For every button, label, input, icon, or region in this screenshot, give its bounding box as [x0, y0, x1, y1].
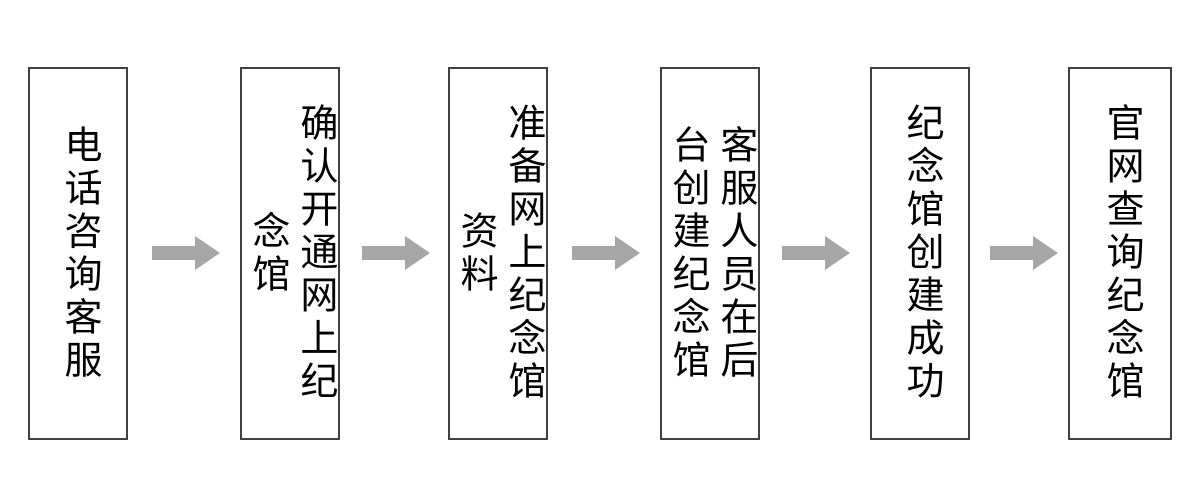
flow-node-2[interactable]: 确认开通网上纪念馆	[240, 67, 340, 440]
flow-node-5[interactable]: 纪念馆创建成功	[870, 67, 970, 440]
flow-node-2-label: 确认开通网上纪念馆	[246, 103, 336, 404]
flow-node-4[interactable]: 客服人员在后台创建纪念馆	[660, 67, 760, 440]
right-arrow-icon	[152, 236, 220, 270]
flow-arrow-3	[572, 236, 640, 270]
flow-node-3[interactable]: 准备网上纪念馆资料	[448, 67, 548, 440]
flow-arrow-2	[362, 236, 430, 270]
right-arrow-icon	[782, 236, 850, 270]
flow-node-6-label: 官网查询纪念馆	[1099, 103, 1142, 404]
flow-node-5-label: 纪念馆创建成功	[899, 103, 942, 404]
flow-node-1[interactable]: 电话咨询客服	[28, 67, 128, 440]
right-arrow-icon	[362, 236, 430, 270]
flow-node-1-label: 电话咨询客服	[57, 124, 100, 383]
flow-node-6[interactable]: 官网查询纪念馆	[1068, 67, 1172, 440]
flow-node-4-label: 客服人员在后台创建纪念馆	[666, 124, 756, 383]
flow-arrow-1	[152, 236, 220, 270]
right-arrow-icon	[572, 236, 640, 270]
flow-arrow-4	[782, 236, 850, 270]
right-arrow-icon	[990, 236, 1058, 270]
flow-node-3-label: 准备网上纪念馆资料	[454, 103, 544, 404]
flow-arrow-5	[990, 236, 1058, 270]
